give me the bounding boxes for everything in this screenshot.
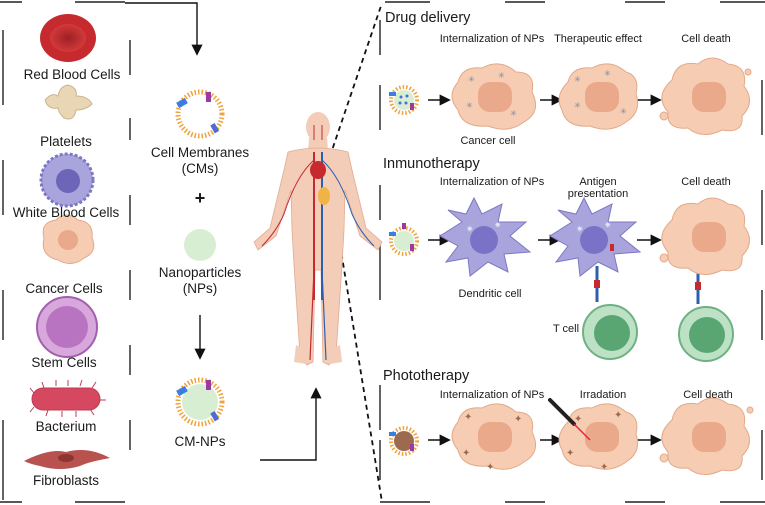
svg-text:✦: ✦ [566, 448, 574, 459]
svg-text:✳: ✳ [466, 101, 473, 110]
drug-np-icon [389, 85, 419, 115]
antigen-presenting-cell-icon: ✷✷ [549, 196, 642, 277]
cell-membrane-icon [175, 89, 225, 139]
label-dendritic-cell: Dendritic cell [458, 288, 522, 300]
dying-cell-photo-icon [659, 397, 754, 475]
irradiated-cell-icon: ✦ ✦ ✦ ✦ [558, 403, 639, 473]
svg-text:✳: ✳ [468, 75, 475, 84]
photo-step-internalization: Internalization of NPs [439, 389, 545, 401]
svg-text:✳: ✳ [574, 75, 581, 84]
svg-text:✦: ✦ [614, 410, 622, 421]
human-body-icon [253, 112, 383, 366]
white-blood-cell-icon [39, 152, 95, 208]
label-cancer-cells: Cancer Cells [25, 281, 103, 296]
cm-np-icon [175, 377, 225, 427]
svg-text:✷: ✷ [466, 224, 474, 234]
label-white-blood-cells: White Blood Cells [12, 205, 120, 220]
receptor-link-icon [594, 266, 701, 304]
svg-text:✦: ✦ [574, 414, 582, 425]
immuno-step-antigen: Antigen presentation [567, 176, 629, 200]
title-drug-delivery: Drug delivery [385, 10, 471, 26]
label-cm-nps: CM-NPs [174, 434, 226, 449]
laser-icon [548, 398, 591, 441]
bacterium-icon [29, 379, 106, 417]
t-cell-icon [582, 304, 638, 360]
dendritic-cell-icon: ✷✷ [439, 196, 532, 277]
label-t-cell: T cell [552, 323, 580, 335]
cancer-cell-photo-icon: ✦ ✦ ✦ ✦ [451, 403, 537, 473]
svg-text:✦: ✦ [600, 462, 608, 473]
svg-text:✳: ✳ [604, 69, 611, 78]
cancer-cell-therapeutic-icon: ✳ ✳ ✳ ✳ [558, 63, 639, 130]
label-stem-cells: Stem Cells [31, 355, 97, 370]
label-nanoparticles: Nanoparticles (NPs) [158, 265, 242, 296]
stem-cell-icon [36, 296, 98, 358]
title-phototherapy: Phototherapy [383, 368, 470, 384]
svg-text:✷: ✷ [604, 220, 612, 230]
photo-np-icon [389, 426, 419, 456]
title-immunotherapy: Inmunotherapy [383, 156, 480, 172]
immuno-np-icon [389, 223, 419, 256]
svg-text:✦: ✦ [514, 414, 522, 425]
red-blood-cell-icon [40, 14, 96, 62]
dying-cell-drug-icon [659, 57, 752, 135]
photo-step-cell-death: Cell death [683, 389, 733, 401]
svg-text:✷: ✷ [494, 220, 502, 230]
t-cell-2-icon [678, 306, 734, 362]
fibroblast-icon [24, 450, 110, 469]
svg-text:✳: ✳ [498, 71, 505, 80]
svg-text:✷: ✷ [576, 224, 584, 234]
platelet-icon [44, 84, 93, 120]
cancer-cell-icon [42, 214, 95, 264]
immuno-step-cell-death: Cell death [681, 176, 731, 188]
plus-sign: + [194, 188, 206, 208]
drug-step-cell-death: Cell death [681, 33, 731, 45]
nanoparticle-icon [184, 229, 216, 261]
svg-text:✳: ✳ [620, 107, 627, 116]
flow-arrows [125, 2, 662, 461]
label-bacterium: Bacterium [35, 419, 97, 434]
svg-text:✦: ✦ [464, 412, 472, 423]
drug-step-therapeutic: Therapeutic effect [554, 33, 642, 45]
immuno-step-internalization: Internalization of NPs [439, 176, 545, 188]
svg-text:✦: ✦ [462, 448, 470, 459]
label-platelets: Platelets [40, 134, 92, 149]
dying-cell-immuno-icon [659, 197, 750, 275]
svg-text:✳: ✳ [574, 101, 581, 110]
cancer-cell-internalization-icon: ✳ ✳ ✳ ✳ [451, 63, 537, 130]
label-cancer-cell: Cancer cell [460, 135, 516, 147]
label-fibroblasts: Fibroblasts [32, 473, 100, 488]
photo-step-irradiation: Irradation [579, 389, 627, 401]
drug-step-internalization: Internalization of NPs [439, 33, 545, 45]
label-cell-membranes: Cell Membranes (CMs) [150, 145, 250, 176]
svg-text:✳: ✳ [510, 109, 517, 118]
svg-text:✦: ✦ [486, 462, 494, 473]
label-red-blood-cells: Red Blood Cells [23, 67, 121, 82]
